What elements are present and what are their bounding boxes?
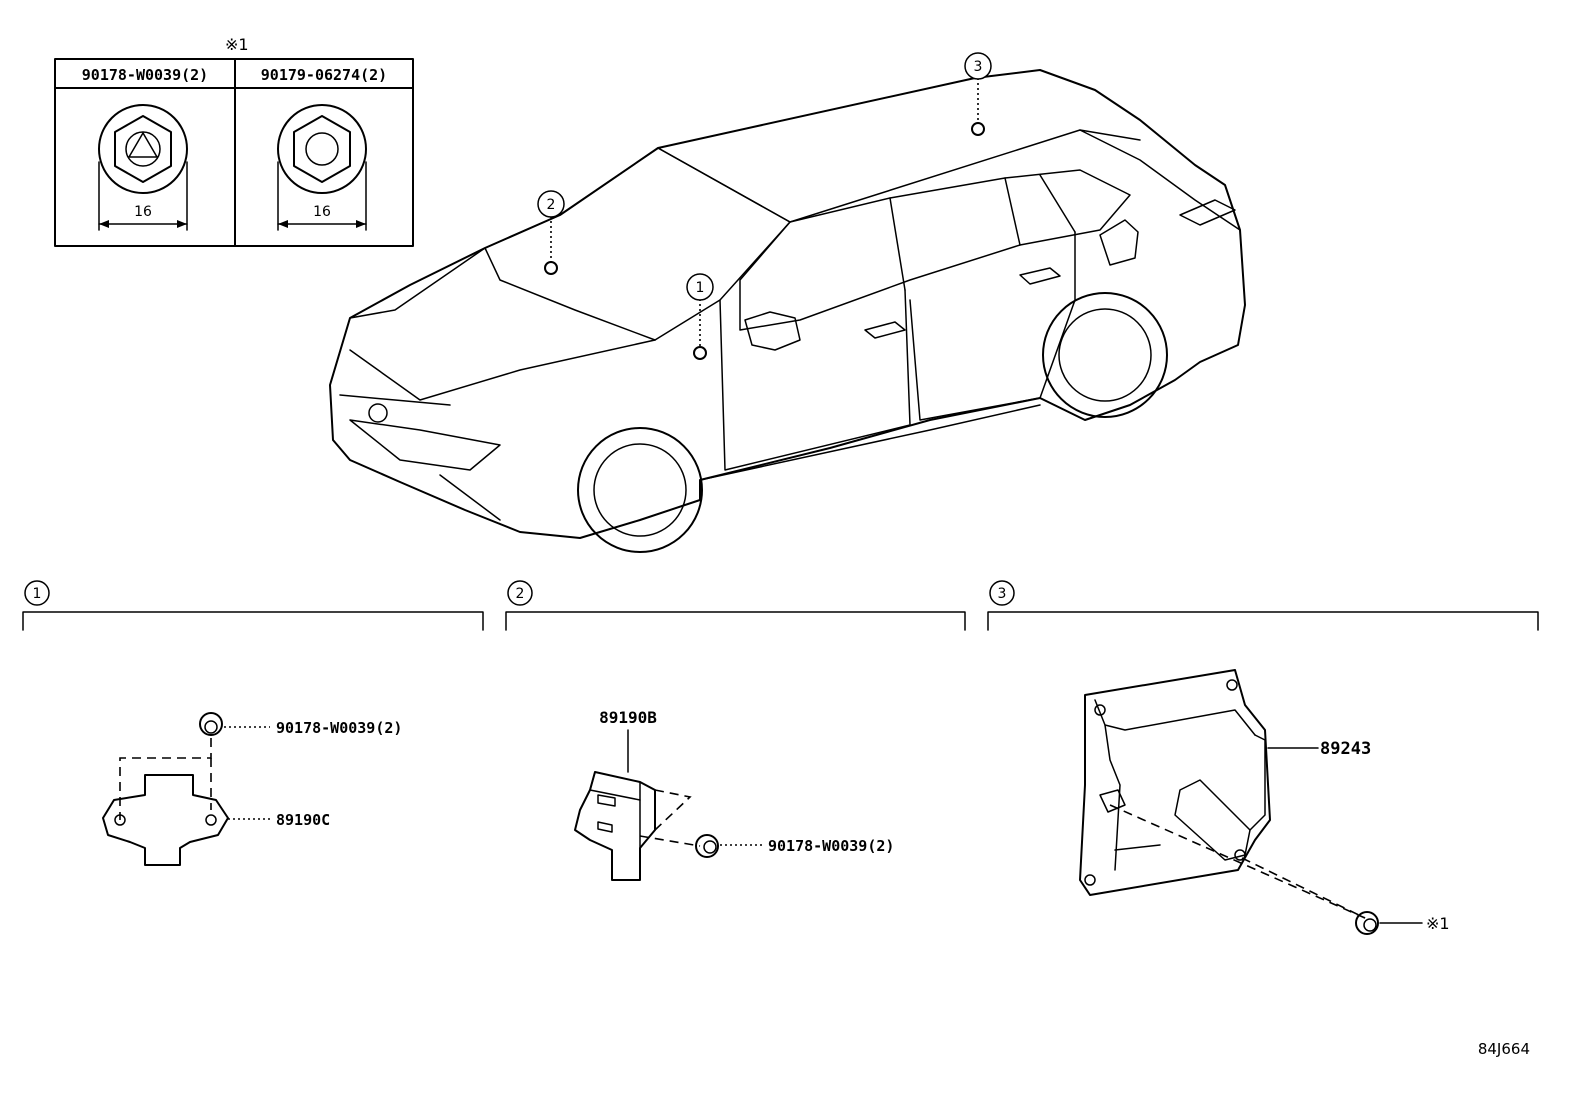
car-illustration (329, 69, 1246, 553)
section-2-detail: 89190B 90178-W0039(2) (574, 708, 894, 881)
section-header-1: 1 (22, 580, 484, 631)
callout-3-label: 3 (974, 59, 983, 75)
section-2-nut-label: 90178-W0039(2) (768, 837, 894, 855)
nut-icon (199, 712, 223, 736)
car-callout-2: 2 (537, 190, 565, 275)
nut-icon (1355, 911, 1379, 935)
hex-nut-icon: 16 (277, 104, 367, 231)
car-callout-3: 3 (964, 52, 992, 136)
table-dimension-2: 16 (313, 204, 331, 220)
section-3-ecu-label: 89243 (1320, 739, 1371, 759)
table-dimension-1: 16 (134, 204, 152, 220)
car-callout-1: 1 (686, 273, 714, 360)
nut-icon (695, 834, 719, 858)
section-3-detail: 89243 ※1 (1079, 669, 1450, 935)
table-part-number-2: 90179-06274(2) (261, 66, 387, 84)
section-3-note-label: ※1 (1426, 914, 1450, 933)
flange-nut-icon: 16 (98, 104, 188, 231)
section-3-number: 3 (998, 586, 1007, 602)
fastener-table: ※1 90178-W0039(2) 90179-06274(2) 16 (54, 35, 414, 247)
airbag-ecu-89243-icon (1079, 669, 1271, 896)
section-2-sensor-label: 89190B (599, 708, 657, 727)
section-1-detail: 90178-W0039(2) 89190C (102, 712, 402, 866)
table-note-mark: ※1 (225, 35, 249, 54)
section-1-nut-label: 90178-W0039(2) (276, 719, 402, 737)
section-1-sensor-label: 89190C (276, 811, 330, 829)
sensor-89190b-icon (574, 771, 656, 881)
callout-1-label: 1 (696, 280, 705, 296)
section-header-3: 3 (987, 580, 1539, 631)
section-header-2: 2 (505, 580, 966, 631)
callout-2-label: 2 (547, 197, 556, 213)
sensor-89190c-icon (102, 774, 229, 866)
section-1-number: 1 (33, 586, 42, 602)
table-part-number-1: 90178-W0039(2) (82, 66, 208, 84)
section-2-number: 2 (516, 586, 525, 602)
diagram-code: 84J664 (1478, 1040, 1530, 1058)
